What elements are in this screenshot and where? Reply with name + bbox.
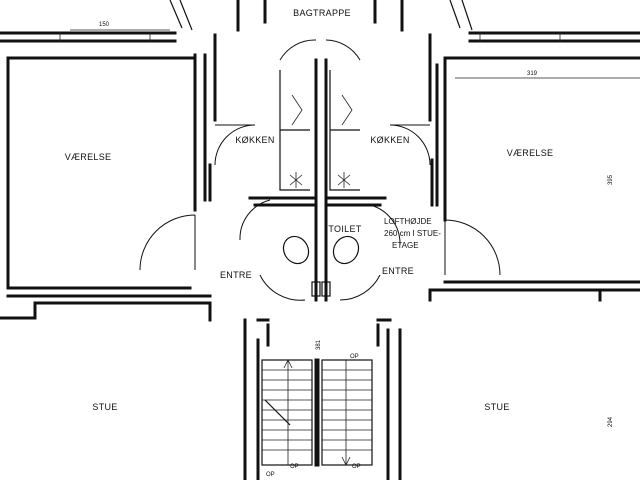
dim-150: 150: [99, 22, 110, 28]
window-top-right: [449, 0, 473, 31]
dim-294: 294: [608, 416, 614, 427]
labels: BAGTRAPPE KØKKEN KØKKEN VÆRELSE VÆRELSE …: [65, 8, 614, 478]
door-vaerelse-left: [139, 214, 196, 271]
wall-top-right: [468, 31, 640, 43]
label-kokken-left: KØKKEN: [235, 135, 274, 145]
wall-vaerelse-left-right: [193, 53, 207, 212]
window-top-left: [169, 0, 193, 31]
stair-diagonal: [264, 399, 291, 426]
label-vaerelse-left: VÆRELSE: [65, 152, 112, 162]
top-block-left: [236, 0, 267, 32]
kokken-left-cabinet: [279, 70, 310, 191]
toilet-right-basin: [321, 281, 331, 297]
wall-kokken-right-outer: [428, 33, 434, 207]
stair-treads-right: [322, 369, 372, 451]
door-entre-right: [339, 274, 381, 301]
stair-shaft-right: [321, 359, 373, 466]
door-bagtrappe-left: [279, 39, 317, 61]
label-vaerelse-right: VÆRELSE: [507, 148, 554, 158]
note-line-3: ETAGE: [392, 241, 419, 250]
label-stue-left: STUE: [92, 402, 117, 412]
wall-stue-right: [386, 288, 602, 480]
door-bagtrappe-right: [325, 39, 361, 61]
toilet-left-basin: [311, 281, 321, 297]
doors: [139, 39, 501, 301]
wall-top-left: [0, 31, 177, 43]
door-entre-left: [259, 274, 306, 301]
door-kokken-right: [389, 124, 431, 166]
wall-vaerelse-left-bottom: [6, 286, 212, 298]
door-vaerelse-right: [444, 219, 501, 276]
door-kokken-left: [214, 124, 256, 166]
note-line-2: 260 cm I STUE-: [384, 229, 441, 238]
stair-arrow-right-icon: [341, 360, 351, 466]
toilets: [282, 235, 360, 297]
main-staircase: [261, 358, 373, 467]
dim-op-a: OP: [350, 354, 359, 360]
wall-kokken-left-outer: [208, 33, 217, 202]
stair-arrow-left-icon: [283, 359, 293, 465]
label-kokken-right: KØKKEN: [370, 135, 409, 145]
label-bagtrappe: BAGTRAPPE: [293, 8, 351, 18]
toilet-right-icon: [332, 235, 360, 265]
wall-stair-right: [376, 318, 392, 347]
label-entre-left: ENTRE: [220, 270, 252, 280]
stair-shaft-left: [261, 359, 313, 466]
dim-op-c: OP: [352, 464, 361, 470]
dim-381: 381: [316, 339, 322, 350]
dim-op-d: OP: [266, 472, 275, 478]
kokken-left-star-icon: [289, 172, 303, 188]
toilet-left-icon: [282, 235, 310, 265]
kitchen-symbols: [289, 94, 353, 188]
door-toilet-right: [369, 204, 401, 246]
stair-treads-left: [262, 369, 312, 451]
top-block-right: [373, 0, 404, 32]
wall-kokken-bottom-right: [324, 196, 387, 207]
wall-stue-left: [0, 301, 260, 480]
dim-319: 319: [527, 71, 538, 77]
label-toilet: TOILET: [328, 224, 361, 234]
wall-top-right-inner: [479, 32, 561, 42]
kokken-right-zigzag-icon: [341, 94, 353, 126]
wall-stair-left: [256, 318, 270, 347]
note-line-1: LOFTHØJDE: [384, 217, 432, 226]
stair-core: [314, 358, 320, 467]
label-entre-right: ENTRE: [382, 266, 414, 276]
dim-395: 395: [608, 174, 614, 185]
door-toilet-left: [239, 199, 271, 241]
wall-top-left-inner: [59, 32, 151, 42]
kokken-left-zigzag-icon: [291, 94, 303, 126]
wall-vaerelse-right-left: [435, 56, 447, 222]
wall-kokken-bottom-left: [248, 196, 318, 207]
label-stue-right: STUE: [484, 402, 509, 412]
wall-center-spine: [314, 58, 328, 302]
wall-vaerelse-right-bottom: [428, 280, 640, 292]
kokken-right-star-icon: [337, 172, 351, 188]
dim-op-b: OP: [290, 464, 299, 470]
kokken-right-cabinet: [329, 70, 360, 191]
wall-vaerelse-left-top: [6, 56, 197, 290]
